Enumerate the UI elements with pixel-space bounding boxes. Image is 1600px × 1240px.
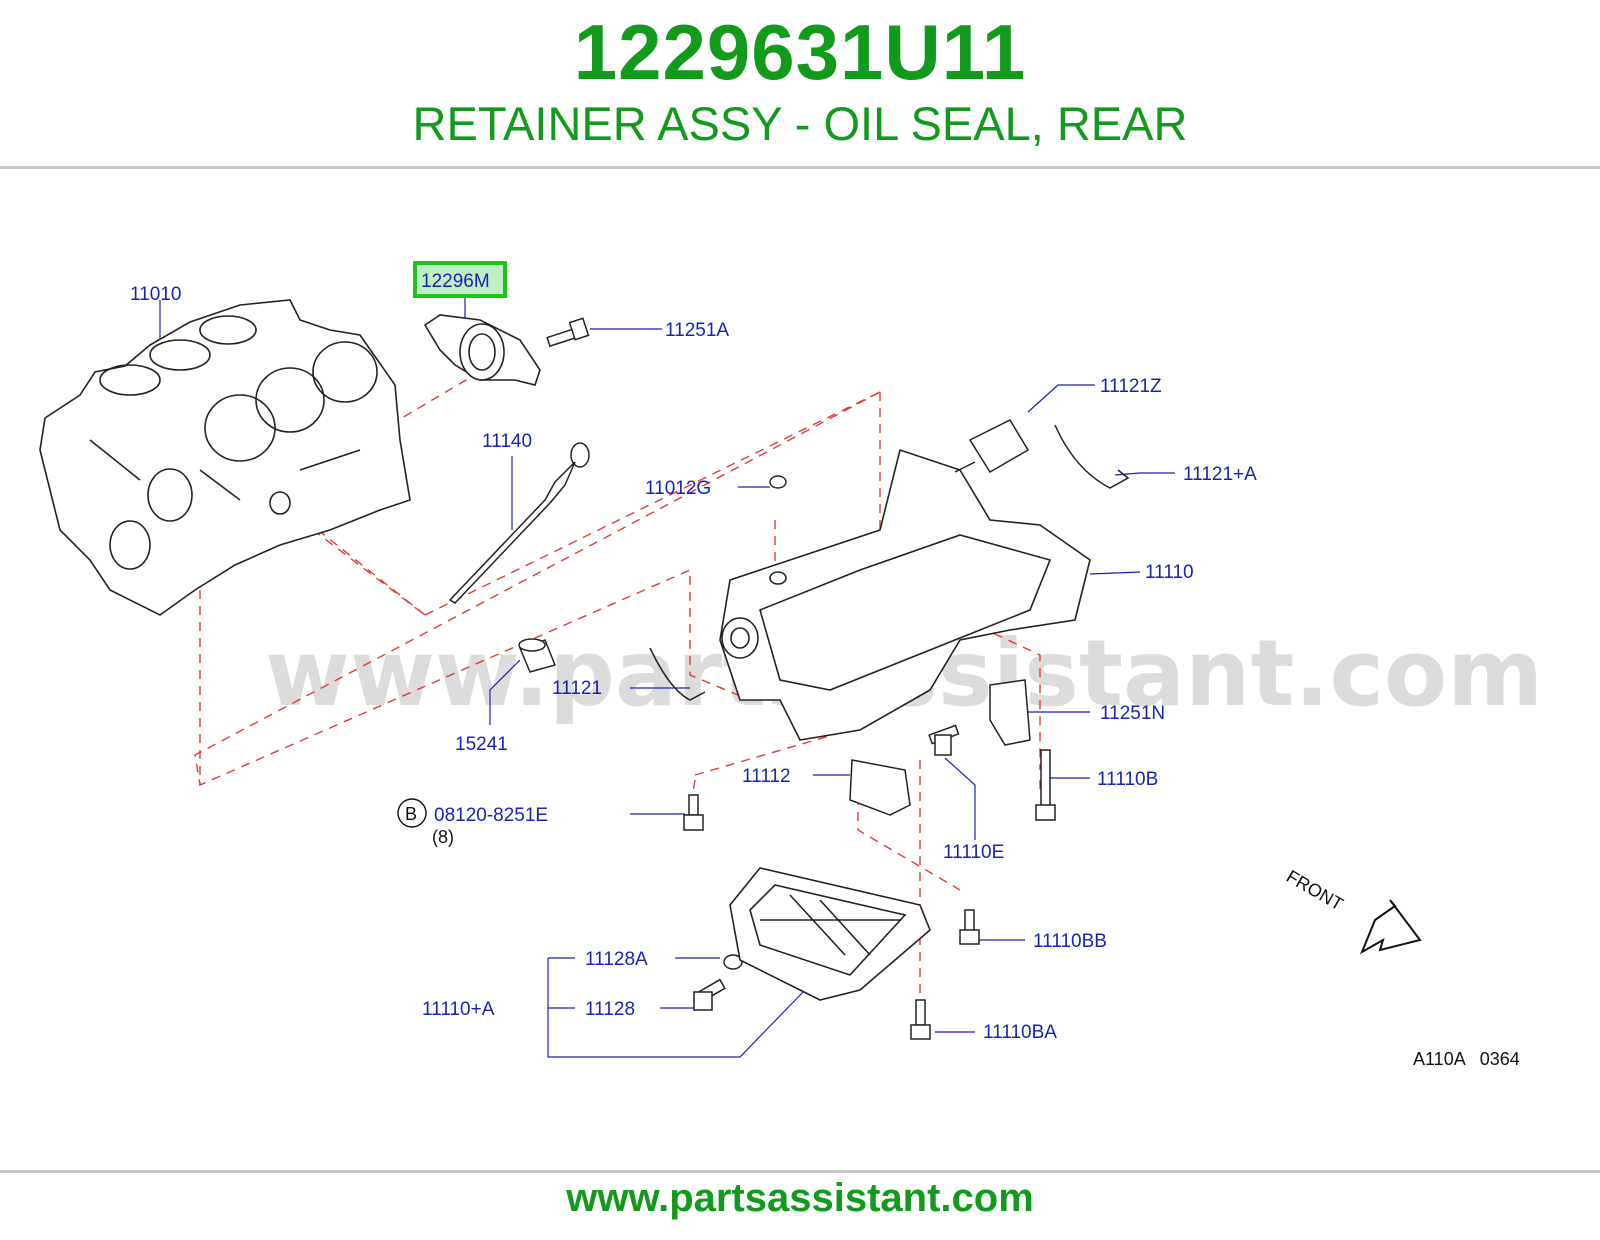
label-11110ba[interactable]: 11110BA	[983, 1022, 1057, 1043]
label-11251a[interactable]: 11251A	[665, 320, 729, 341]
dipstick-drawing	[448, 442, 590, 604]
label-11128a[interactable]: 11128A	[585, 949, 648, 970]
label-11110b[interactable]: 11110B	[1097, 769, 1158, 790]
part-number-title: 1229631U11	[573, 8, 1027, 96]
label-12296m[interactable]: 12296M	[421, 271, 490, 292]
label-11010[interactable]: 11010	[130, 284, 181, 305]
label-08120-qty: (8)	[432, 827, 454, 847]
footer-divider	[0, 1170, 1600, 1173]
label-11121[interactable]: 11121	[552, 678, 602, 699]
marker-b-letter: B	[405, 804, 417, 824]
label-11110bb[interactable]: 11110BB	[1033, 931, 1107, 952]
upper-oil-pan-drawing	[719, 448, 1091, 741]
label-08120-8251e[interactable]: 08120-8251E	[434, 805, 548, 826]
header-divider	[0, 166, 1600, 169]
page-header: 1229631U11 RETAINER ASSY - OIL SEAL, REA…	[0, 0, 1600, 168]
front-arrow-icon	[1359, 899, 1422, 955]
gasket-11121a-drawing	[1054, 424, 1130, 489]
label-11121a[interactable]: 11121+A	[1183, 464, 1257, 485]
label-11110e[interactable]: 11110E	[943, 842, 1004, 863]
engine-block-drawing	[39, 299, 411, 616]
parts-diagram: www.partsassistant.com	[0, 170, 1600, 1170]
bolt-11251a-drawing	[546, 317, 590, 348]
label-11110[interactable]: 11110	[1145, 562, 1194, 583]
oil-filter-drawing	[518, 638, 557, 673]
label-11012g[interactable]: 11012G	[645, 478, 711, 499]
bolts-drawing	[683, 724, 1056, 1040]
footer-url-link[interactable]: www.partsassistant.com	[566, 1176, 1034, 1220]
label-11140[interactable]: 11140	[482, 431, 532, 452]
diagram-code: A110A 0364	[1413, 1049, 1520, 1069]
gasket-11121-drawing	[649, 647, 706, 701]
lower-oil-pan-drawing	[729, 867, 931, 1001]
label-11110a[interactable]: 11110+A	[422, 999, 495, 1020]
label-15241[interactable]: 15241	[455, 734, 508, 755]
label-11121z[interactable]: 11121Z	[1100, 376, 1162, 397]
part-name-subtitle: RETAINER ASSY - OIL SEAL, REAR	[412, 97, 1188, 150]
oil-seal-retainer-drawing	[423, 314, 541, 386]
baffle-11112-drawing	[849, 759, 911, 816]
plug-11012g-drawing	[769, 475, 787, 489]
label-11112[interactable]: 11112	[742, 766, 791, 787]
sealant-tube-drawing	[954, 419, 1030, 474]
label-11251n[interactable]: 11251N	[1100, 703, 1165, 724]
front-label: FRONT	[1283, 866, 1347, 914]
marker-b-circle	[397, 798, 427, 828]
bracket-11251n-drawing	[989, 679, 1031, 746]
label-11128[interactable]: 11128	[585, 999, 635, 1020]
highlight-box	[413, 261, 507, 298]
